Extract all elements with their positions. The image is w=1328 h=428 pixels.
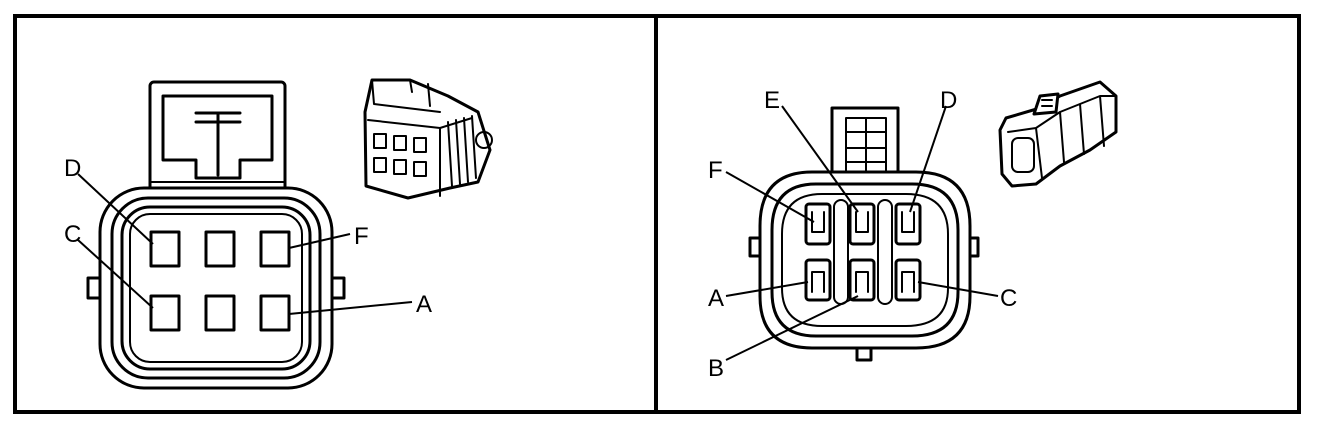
leader-line bbox=[725, 295, 859, 361]
cavity-e bbox=[204, 230, 236, 268]
cavity-d bbox=[894, 202, 922, 246]
right-panel: E D F A C B bbox=[708, 80, 1118, 382]
leader-line bbox=[288, 233, 351, 249]
leader-line bbox=[288, 301, 413, 315]
leader-line bbox=[917, 281, 999, 297]
pin-label-f: F bbox=[708, 157, 723, 184]
pin-label-e: E bbox=[764, 87, 780, 114]
cavity-b bbox=[204, 294, 236, 332]
left-connector-body bbox=[86, 186, 346, 390]
left-connector-thumbnail bbox=[363, 78, 493, 200]
pin-label-a: A bbox=[416, 291, 432, 318]
cavity-e bbox=[848, 202, 876, 246]
cavity-a bbox=[804, 258, 832, 302]
cavity-b bbox=[848, 258, 876, 302]
cavity-c bbox=[894, 258, 922, 302]
leader-line bbox=[77, 239, 154, 309]
right-terminal-cavities bbox=[804, 199, 922, 305]
cavity-f bbox=[259, 230, 291, 268]
pin-label-b: B bbox=[708, 355, 724, 382]
leader-line bbox=[77, 173, 154, 245]
left-latch bbox=[148, 80, 287, 199]
pin-label-a: A bbox=[708, 285, 724, 312]
right-connector-thumbnail bbox=[998, 80, 1118, 188]
pin-label-f: F bbox=[354, 223, 369, 250]
left-panel: D C F A bbox=[64, 78, 493, 390]
pin-label-c: C bbox=[1000, 285, 1017, 312]
pin-label-c: C bbox=[64, 221, 81, 248]
leader-line bbox=[909, 105, 947, 213]
leader-line bbox=[725, 281, 809, 297]
pin-label-d: D bbox=[940, 87, 957, 114]
cavity-d bbox=[149, 230, 181, 268]
leader-line bbox=[781, 105, 859, 213]
leader-line bbox=[725, 171, 815, 223]
cavity-c bbox=[149, 294, 181, 332]
pin-label-d: D bbox=[64, 155, 81, 182]
